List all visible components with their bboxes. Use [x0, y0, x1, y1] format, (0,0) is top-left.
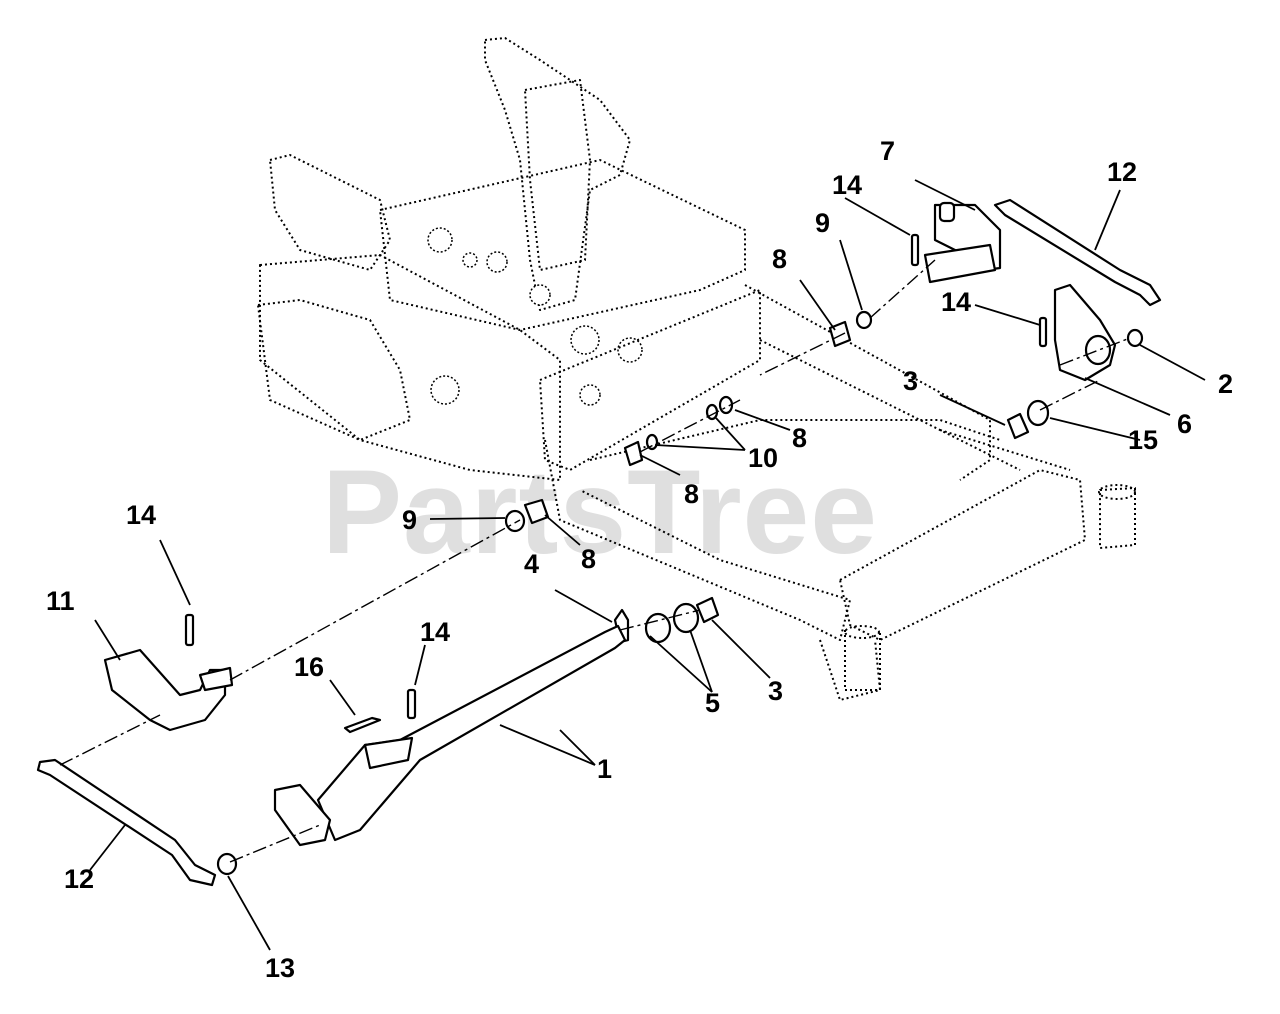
watermark-text: PartsTree — [322, 445, 878, 579]
callouts: 1 2 3 3 4 5 6 7 8 8 8 8 9 9 10 11 12 12 … — [46, 136, 1233, 983]
phantom-lines — [59, 259, 1131, 863]
callout-12-bottom: 12 — [64, 864, 94, 894]
leader-lines — [89, 179, 1206, 951]
callout-11: 11 — [46, 586, 75, 616]
callout-14-left: 14 — [126, 500, 156, 530]
pin-14-center — [406, 688, 417, 720]
callout-13: 13 — [265, 953, 295, 983]
washer-2 — [1126, 328, 1144, 348]
bracket-6 — [1053, 283, 1117, 382]
washer-5-a — [644, 612, 672, 644]
link-rod-12-top — [993, 198, 1162, 307]
callout-8-left: 8 — [581, 544, 596, 574]
callout-8-top: 8 — [772, 244, 787, 274]
callout-10: 10 — [748, 443, 778, 473]
callout-16: 16 — [294, 652, 324, 682]
washer-15 — [1026, 399, 1050, 427]
frame-assembly — [257, 37, 1136, 701]
callout-3-top: 3 — [903, 366, 918, 396]
bushing-3-top — [1006, 412, 1030, 440]
lift-shaft-1 — [316, 624, 627, 842]
callout-14-right: 14 — [941, 287, 971, 317]
callout-14-top: 14 — [832, 170, 862, 200]
callout-15: 15 — [1128, 425, 1158, 455]
pin-14-top — [910, 233, 920, 267]
loose-parts — [36, 198, 1162, 887]
callout-1: 1 — [597, 754, 612, 784]
callout-5: 5 — [705, 688, 720, 718]
pin-14-right — [1038, 316, 1048, 348]
bushing-3-lower — [695, 596, 720, 624]
callout-4: 4 — [524, 549, 539, 579]
callout-7: 7 — [880, 136, 895, 166]
washer-9-top — [855, 310, 873, 330]
callout-9-left: 9 — [402, 505, 417, 535]
callout-3-bottom: 3 — [768, 676, 783, 706]
washer-10-b — [645, 433, 659, 451]
callout-2: 2 — [1218, 369, 1233, 399]
key-16 — [343, 716, 382, 734]
washer-5-b — [672, 602, 700, 634]
callout-8-mid: 8 — [792, 423, 807, 453]
callout-14-center: 14 — [420, 617, 450, 647]
callout-9-top: 9 — [815, 208, 830, 238]
washer-9-left — [504, 509, 526, 533]
bushing-8-top — [828, 320, 852, 348]
bushing-8-lower — [623, 440, 644, 467]
callout-6: 6 — [1177, 409, 1192, 439]
link-rod-12-bottom — [36, 758, 217, 887]
callout-12-top: 12 — [1107, 157, 1137, 187]
callout-8-lower: 8 — [684, 479, 699, 509]
washer-13 — [216, 852, 238, 876]
pin-14-left — [184, 613, 195, 647]
